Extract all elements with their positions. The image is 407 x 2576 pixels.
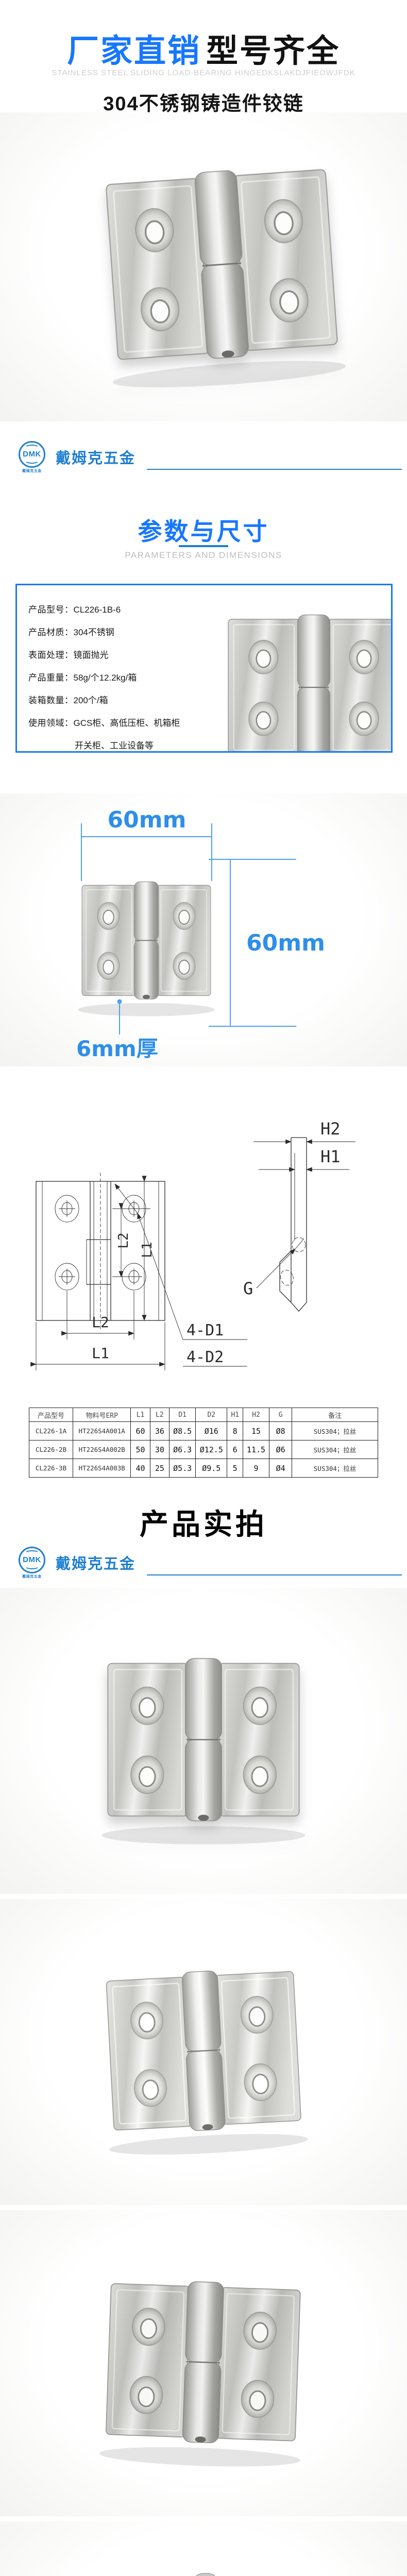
spec-table-row: CL226-1A HT226S4A001A 60 36 Ø8.5 Ø16 8 1… (28, 1421, 378, 1440)
drawing-l2-horizontal-label: L2 (92, 1314, 109, 1331)
param-row: 产品材质：304不锈钢 (28, 628, 114, 637)
page-title: 厂家直销型号齐全 (0, 25, 407, 71)
spec-table: 产品型号 物料号ERP L1 L2 D1 D2 H1 H2 G 备注 CL226… (28, 1408, 378, 1478)
logo-subtext: 戴姆克五金 (22, 469, 42, 473)
dimension-figure: 60mm 60mm 6mm厚 (0, 793, 407, 1066)
drawing-h2-label: H2 (320, 1119, 341, 1139)
section-title-photos: 产品实拍 (140, 1508, 267, 1540)
dmk-logo-icon: DMK 戴姆克五金 (15, 440, 48, 473)
spec-table-row: CL226-3B HT226S4A003B 40 25 Ø5.3 Ø9.5 5 … (28, 1459, 378, 1478)
width-dimension-label: 60mm (108, 807, 186, 833)
param-row: 装箱数量：200个/箱 (28, 696, 108, 705)
spec-table-row: CL226-2B HT226S4A002B 50 30 Ø6.3 Ø12.5 6… (28, 1440, 378, 1459)
hero-product-photo (0, 112, 407, 421)
drawing-l1-horizontal-label: L1 (92, 1345, 109, 1362)
drawing-d2-callout: 4-D2 (186, 1348, 224, 1366)
brand-band: DMK 戴姆克五金 戴姆克五金 (15, 1546, 404, 1579)
logo-subtext: 戴姆克五金 (22, 1574, 42, 1579)
drawing-h1-label: H1 (320, 1147, 341, 1166)
parameter-box: 产品型号：CL226-1B-6 产品材质：304不锈钢 表面处理：镜面抛光 产品… (15, 584, 393, 753)
brand-name: 戴姆克五金 (56, 1556, 136, 1572)
brand-band: DMK 戴姆克五金 戴姆克五金 (15, 440, 404, 473)
product-photo-1 (0, 1588, 407, 1894)
brand-divider-line (147, 469, 402, 470)
drawing-g-label: G (243, 1279, 253, 1298)
page-title-rest: 型号齐全 (206, 33, 341, 69)
thickness-dimension-label: 6mm厚 (76, 1036, 158, 1061)
hinge-illustration (97, 162, 348, 394)
product-photo-2 (0, 1899, 407, 2205)
section-title-parameters: 参数与尺寸 (138, 518, 269, 545)
param-row: 产品型号：CL226-1B-6 (28, 605, 121, 615)
brand-divider-line (147, 1574, 402, 1575)
drawing-d1-callout: 4-D1 (186, 1321, 224, 1340)
dmk-logo-icon: DMK 戴姆克五金 (15, 1546, 48, 1579)
section-title-underline (179, 545, 228, 547)
section-subtitle-parameters: PARAMETERS AND DIMENSIONS (125, 550, 282, 560)
page-subtitle-cn: 304不锈钢铸造件铰链 (103, 93, 304, 115)
drawing-l2-vertical-label: L2 (116, 1232, 131, 1248)
height-dimension-label: 60mm (246, 930, 325, 956)
param-row: 表面处理：镜面抛光 (28, 650, 109, 660)
dimension-overlay: 60mm 60mm 6mm厚 (76, 807, 325, 1061)
product-photo-3 (0, 2210, 407, 2516)
spec-table-header-row: 产品型号 物料号ERP L1 L2 D1 D2 H1 H2 G 备注 (28, 1408, 378, 1422)
param-row: 使用领域：GCS柜、高低压柜、机箱柜 (28, 718, 180, 728)
technical-drawing: L2 L1 L2 L1 4-D1 4-D2 H2 H1 (30, 1119, 355, 1370)
page-title-highlight: 厂家直销 (66, 33, 201, 69)
brand-name: 戴姆克五金 (56, 450, 136, 467)
param-row: 产品重量：58g/个12.2kg/箱 (28, 673, 137, 683)
parameter-list: 产品型号：CL226-1B-6 产品材质：304不锈钢 表面处理：镜面抛光 产品… (28, 599, 245, 751)
page-subtitle-en: STAINLESS STEEL SLIDING LOAD-BEARING HIN… (52, 69, 355, 77)
logo-abbr: DMK (23, 1555, 41, 1564)
product-photo-4: DMK (0, 2521, 407, 2576)
param-row: 开关柜、工业设备等 (75, 741, 154, 751)
logo-abbr: DMK (23, 450, 41, 459)
